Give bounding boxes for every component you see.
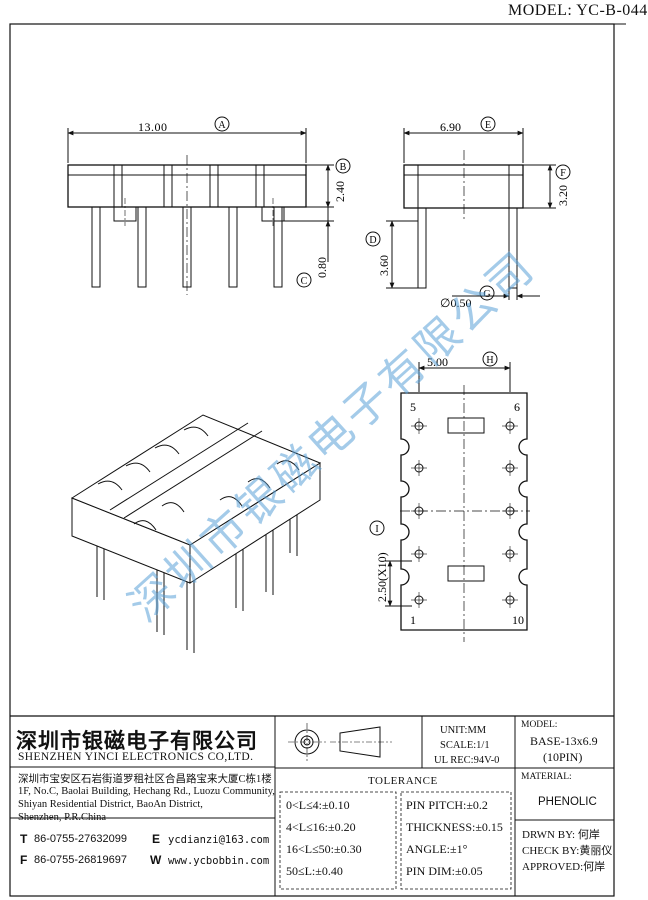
dim-d-letter: D bbox=[369, 235, 376, 246]
pin-label-6: 6 bbox=[514, 400, 520, 414]
model-header: MODEL: YC-B-044 bbox=[508, 2, 648, 19]
dim-a-value: 13.00 bbox=[138, 120, 168, 134]
email-label: E bbox=[152, 832, 161, 846]
front-view bbox=[67, 128, 334, 295]
unit-text: UNIT:MM bbox=[440, 725, 487, 736]
model-value: BASE-13x6.9 bbox=[530, 734, 598, 748]
tolerance-right-1: THICKNESS:±0.15 bbox=[406, 820, 503, 834]
check-by: CHECK BY:黄丽仪 bbox=[522, 845, 613, 857]
tolerance-left-2: 16<L≤50:±0.30 bbox=[286, 842, 362, 856]
dim-d-value: 3.60 bbox=[377, 255, 391, 276]
tolerance-title: TOLERANCE bbox=[368, 775, 438, 787]
pin-label-5: 5 bbox=[410, 400, 416, 414]
tolerance-left-3: 50≤L:±0.40 bbox=[286, 864, 343, 878]
scale-text: SCALE:1/1 bbox=[440, 740, 490, 751]
title-block bbox=[10, 715, 614, 896]
side-view bbox=[386, 128, 556, 300]
pin-count: (10PIN) bbox=[543, 750, 583, 764]
address-en-3: Shenzhen, P.R.China bbox=[18, 812, 107, 823]
dim-g-value: ∅0.50 bbox=[440, 296, 471, 310]
dim-c-letter: C bbox=[301, 276, 308, 287]
tolerance-right-0: PIN PITCH:±0.2 bbox=[406, 798, 488, 812]
pin-label-10: 10 bbox=[512, 613, 524, 627]
dim-i-value: 2.50(X10) bbox=[375, 552, 389, 602]
drawing-sheet: MODEL: YC-B-044 bbox=[9, 2, 648, 897]
dim-f-value: 3.20 bbox=[556, 185, 570, 206]
company-name-en: SHENZHEN YINCI ELECTRONICS CO,LTD. bbox=[18, 751, 254, 763]
dim-g-letter: G bbox=[483, 289, 490, 300]
address-en-2: Shiyan Residential District, BaoAn Distr… bbox=[18, 799, 203, 810]
dim-b-value: 2.40 bbox=[333, 181, 347, 202]
tolerance-right-2: ANGLE:±1° bbox=[406, 842, 468, 856]
address-cn: 深圳市宝安区石岩街道罗租社区合昌路宝来大厦C栋1楼 bbox=[18, 774, 272, 785]
pin-label-1: 1 bbox=[410, 613, 416, 627]
material-label: MATERIAL: bbox=[521, 772, 572, 782]
dim-a-letter: A bbox=[218, 120, 226, 131]
bottom-view bbox=[385, 362, 530, 642]
address-en-1: 1F, No.C, Baolai Building, Hechang Rd., … bbox=[18, 786, 275, 797]
email-value[interactable]: ycdianzi@163.com bbox=[168, 834, 270, 846]
tolerance-right-3: PIN DIM:±0.05 bbox=[406, 864, 483, 878]
tel-value: 86-0755-27632099 bbox=[34, 833, 127, 845]
drawing-svg: 13.00 A B 2.40 0.80 C bbox=[9, 23, 626, 897]
tolerance-left-1: 4<L≤16:±0.20 bbox=[286, 820, 356, 834]
web-label: W bbox=[150, 853, 162, 867]
company-name-cn: 深圳市银磁电子有限公司 bbox=[16, 729, 258, 753]
fax-label: F bbox=[20, 853, 28, 867]
tel-label: T bbox=[20, 832, 28, 846]
drawn-by: DRWN BY: 何岸 bbox=[522, 829, 600, 841]
dim-h-letter: H bbox=[486, 355, 493, 366]
dim-c-value: 0.80 bbox=[315, 257, 329, 278]
model-label: MODEL: bbox=[521, 720, 558, 730]
dim-h-value: 5.00 bbox=[427, 355, 448, 369]
dim-b-letter: B bbox=[340, 162, 347, 173]
material-value: PHENOLIC bbox=[538, 796, 597, 808]
dim-i-letter: I bbox=[375, 524, 378, 535]
tolerance-left-0: 0<L≤4:±0.10 bbox=[286, 798, 350, 812]
dim-f-letter: F bbox=[560, 168, 566, 179]
dim-e-value: 6.90 bbox=[440, 120, 461, 134]
fax-value: 86-0755-26819697 bbox=[34, 854, 127, 866]
approved-by: APPROVED:何岸 bbox=[522, 861, 606, 873]
ul-text: UL REC:94V-0 bbox=[434, 755, 500, 766]
dim-e-letter: E bbox=[485, 120, 491, 131]
sheet-border bbox=[9, 23, 615, 897]
isometric-view bbox=[70, 414, 322, 653]
web-value[interactable]: www.ycbobbin.com bbox=[168, 855, 270, 867]
